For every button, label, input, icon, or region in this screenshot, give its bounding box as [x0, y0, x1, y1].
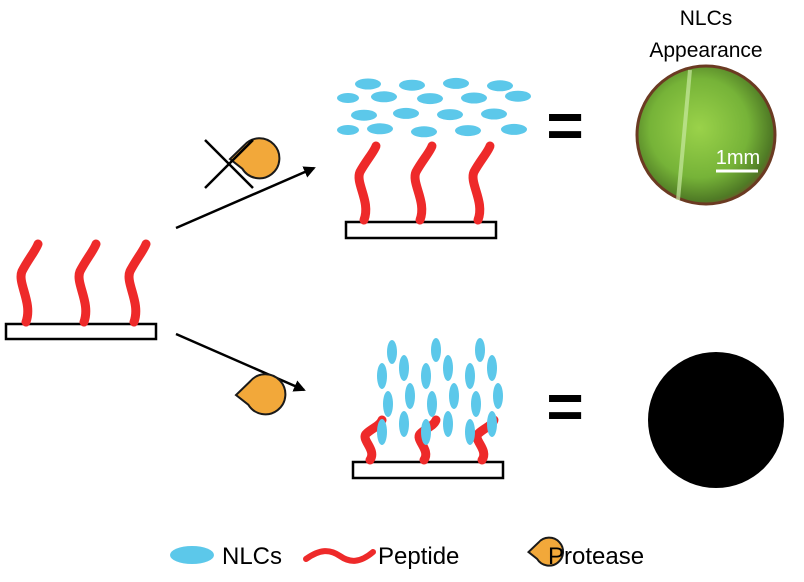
- protease-pacman-icon: [526, 536, 565, 567]
- nlc-particle: [449, 383, 459, 409]
- nlc-particle: [387, 340, 397, 364]
- legend-label-peptide: Peptide: [378, 543, 459, 570]
- nlc-particle: [421, 363, 431, 389]
- appearance-bright-circle: [635, 64, 777, 206]
- nlc-particle: [371, 91, 397, 103]
- nlc-particle: [417, 93, 443, 105]
- appearance-dark: [648, 352, 784, 488]
- nlc-particle: [481, 108, 507, 120]
- upper-surface: [337, 77, 531, 240]
- nlc-particle: [471, 391, 481, 417]
- scale-bar-label: 1mm: [716, 147, 760, 169]
- arrow-lower: [175, 332, 306, 392]
- lower-surface: [351, 338, 505, 480]
- nlc-particle: [465, 419, 475, 445]
- lower-nlc-layer: [377, 338, 503, 445]
- nlc-particle: [377, 419, 387, 445]
- legend-label-nlcs: NLCs: [222, 543, 282, 570]
- nlc-particle: [487, 80, 513, 92]
- nlc-particle: [405, 383, 415, 409]
- nlc-particle: [461, 92, 487, 104]
- nlc-particle: [487, 355, 497, 381]
- nlc-particle: [501, 123, 527, 135]
- peptide-strand: [468, 141, 495, 225]
- peptide-strand: [16, 239, 43, 327]
- arrow-upper: [175, 166, 316, 230]
- peptide-strand: [354, 141, 381, 225]
- nlc-particle: [487, 411, 497, 437]
- nlc-particle: [383, 391, 393, 417]
- protease-crossed-body: [228, 137, 281, 180]
- nlc-particle: [337, 125, 359, 135]
- nlc-particle: [351, 109, 377, 121]
- nlc-particle: [505, 90, 531, 102]
- nlc-particle: [437, 109, 463, 121]
- nlc-particle: [443, 355, 453, 381]
- appearance-bright: 1mm: [635, 64, 777, 206]
- nlc-particle: [399, 355, 409, 381]
- nlc-particle: [377, 363, 387, 389]
- header-line1: NLCs: [680, 7, 733, 30]
- protease-active-body: [234, 373, 287, 416]
- nlc-particle: [399, 411, 409, 437]
- nlc-particle: [443, 411, 453, 437]
- nlc-particle: [399, 79, 425, 91]
- peptide-strand: [124, 239, 151, 327]
- initial-surface: [4, 239, 158, 341]
- peptide-fragment: [414, 415, 441, 465]
- nlc-particle: [411, 126, 437, 138]
- nlc-particle: [337, 93, 359, 103]
- cross-line-2: [204, 139, 254, 189]
- nlc-particle: [355, 78, 381, 90]
- upper-nlc-layer: [337, 77, 531, 138]
- lower-substrate: [351, 460, 505, 480]
- nlc-particle: [493, 383, 503, 409]
- nlc-particle: [443, 77, 469, 89]
- nlc-particle: [421, 419, 431, 445]
- nlc-particle: [455, 125, 481, 137]
- legend-label-protease: Protease: [548, 543, 644, 570]
- initial-peptides: [16, 239, 151, 327]
- appearance-highlight: [676, 69, 692, 201]
- equals-lower: =: [546, 370, 583, 442]
- upper-peptides: [354, 141, 495, 225]
- peptide-strand: [410, 141, 437, 225]
- equals-upper: =: [546, 89, 583, 161]
- nlc-particle: [427, 391, 437, 417]
- nlc-particle: [431, 338, 441, 362]
- peptide-wave-icon: [303, 548, 376, 564]
- peptide-strand: [74, 239, 101, 327]
- header-line2: Appearance: [649, 39, 762, 62]
- nlc-particle: [475, 338, 485, 362]
- nlc-particle: [367, 123, 393, 135]
- upper-substrate: [344, 220, 498, 240]
- protease-active-icon: [234, 373, 287, 416]
- protease-crossed-icon: [204, 137, 281, 189]
- legend: NLCs Peptide Protease: [170, 536, 644, 570]
- nlc-ellipse-icon: [170, 546, 214, 564]
- nlc-particle: [465, 363, 475, 389]
- nlc-particle: [393, 107, 419, 119]
